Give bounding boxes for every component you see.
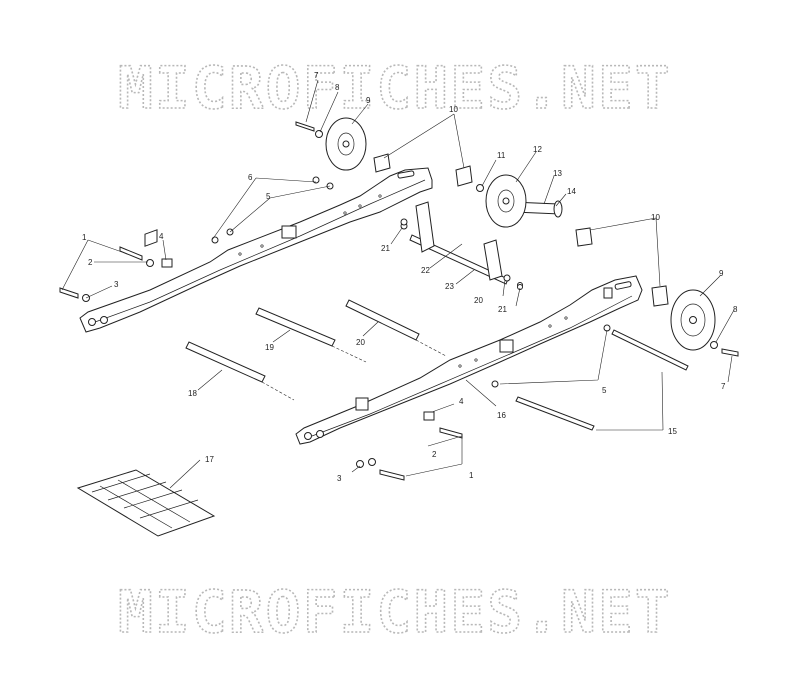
callout-16: 16 bbox=[497, 411, 506, 420]
callout-13: 13 bbox=[553, 169, 562, 178]
fasteners bbox=[59, 121, 739, 481]
idler-wheel-right bbox=[670, 289, 716, 351]
watermark-top: MICROFICHES.NET bbox=[118, 54, 672, 122]
callout-2-right: 2 bbox=[432, 450, 437, 459]
callout-3-left: 3 bbox=[114, 280, 119, 289]
callout-21-right: 21 bbox=[498, 305, 507, 314]
callout-18: 18 bbox=[188, 389, 197, 398]
idler-wheel-rear bbox=[485, 174, 527, 228]
callout-9-right: 9 bbox=[719, 269, 724, 278]
callout-numbers: 1 1 2 2 3 3 4 4 5 5 6 7 7 8 8 9 9 10 10 … bbox=[82, 71, 738, 483]
callout-1-right: 1 bbox=[469, 471, 474, 480]
leader-lines bbox=[61, 79, 735, 489]
callout-6: 6 bbox=[248, 173, 253, 182]
callout-3-right: 3 bbox=[337, 474, 342, 483]
skid-frame-inset bbox=[76, 469, 216, 537]
right-rail bbox=[295, 275, 643, 445]
callout-23: 23 bbox=[445, 282, 454, 291]
callout-11: 11 bbox=[497, 151, 506, 160]
callout-14: 14 bbox=[567, 187, 576, 196]
watermark-bottom: MICROFICHES.NET bbox=[118, 578, 672, 646]
callout-20-left: 20 bbox=[356, 338, 365, 347]
cross-rods bbox=[185, 299, 689, 431]
callout-10-top: 10 bbox=[449, 105, 458, 114]
callout-9-top: 9 bbox=[366, 96, 371, 105]
callout-5-left: 5 bbox=[266, 192, 271, 201]
callout-5-right: 5 bbox=[602, 386, 607, 395]
callout-4-left: 4 bbox=[159, 232, 164, 241]
callout-1-left: 1 bbox=[82, 233, 87, 242]
callout-8-right: 8 bbox=[733, 305, 738, 314]
callout-15: 15 bbox=[668, 427, 677, 436]
callout-10-right: 10 bbox=[651, 213, 660, 222]
callout-7-top: 7 bbox=[314, 71, 319, 80]
callout-7-right: 7 bbox=[721, 382, 726, 391]
callout-8-top: 8 bbox=[335, 83, 340, 92]
callout-4-right: 4 bbox=[459, 397, 464, 406]
callout-17: 17 bbox=[205, 455, 214, 464]
callout-21-left: 21 bbox=[381, 244, 390, 253]
idler-wheel-top bbox=[325, 117, 367, 171]
callout-19: 19 bbox=[265, 343, 274, 352]
left-rail bbox=[79, 167, 433, 333]
rear-axle bbox=[400, 201, 523, 288]
callout-12: 12 bbox=[533, 145, 542, 154]
callout-22: 22 bbox=[421, 266, 430, 275]
callout-2-left: 2 bbox=[88, 258, 93, 267]
callout-20-right: 20 bbox=[474, 296, 483, 305]
